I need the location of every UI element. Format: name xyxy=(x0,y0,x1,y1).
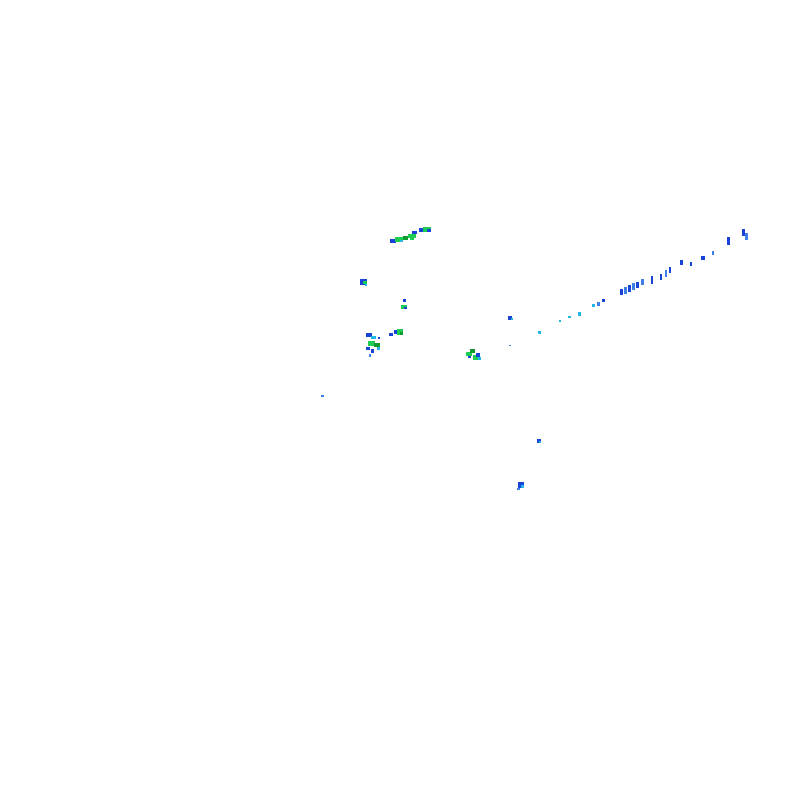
radar-echo-37 xyxy=(511,318,513,320)
radar-echo-50 xyxy=(602,299,605,302)
radar-echo-11 xyxy=(363,281,367,284)
radar-echo-15 xyxy=(404,307,407,309)
radar-echo-38 xyxy=(509,345,511,346)
radar-echo-18 xyxy=(371,336,376,339)
radar-echo-58 xyxy=(660,274,662,280)
radar-echo-29 xyxy=(400,332,403,335)
radar-echo-9 xyxy=(410,238,414,240)
radar-echo-21 xyxy=(366,347,370,350)
radar-echo-17 xyxy=(366,333,372,337)
radar-echo-23 xyxy=(377,347,380,350)
radar-echo-12 xyxy=(365,284,367,286)
radar-echo-27 xyxy=(394,330,399,334)
radar-echo-44 xyxy=(517,488,520,490)
radar-echo-16 xyxy=(321,395,324,397)
radar-echo-63 xyxy=(701,256,705,260)
radar-echo-52 xyxy=(624,287,627,294)
radar-echo-55 xyxy=(636,282,639,288)
radar-echo-66 xyxy=(742,229,745,236)
radar-echo-47 xyxy=(578,312,581,316)
radar-echo-1 xyxy=(395,237,403,242)
radar-echo-2 xyxy=(403,236,408,240)
radar-echo-34 xyxy=(478,357,481,360)
radar-echo-49 xyxy=(597,302,600,306)
radar-echo-31 xyxy=(470,349,475,353)
radar-echo-41 xyxy=(539,441,541,443)
radar-echo-61 xyxy=(680,260,683,265)
radar-echo-45 xyxy=(559,320,561,322)
radar-echo-60 xyxy=(669,267,671,273)
radar-echo-7 xyxy=(427,229,431,232)
radar-echo-19 xyxy=(368,341,375,346)
radar-echo-22 xyxy=(371,349,374,353)
radar-echo-46 xyxy=(568,316,571,318)
radar-echo-0 xyxy=(390,239,396,243)
radar-echo-24 xyxy=(369,354,371,357)
radar-echo-64 xyxy=(712,251,714,255)
radar-echo-25 xyxy=(378,337,380,339)
radar-echo-4 xyxy=(412,231,417,234)
radar-echo-48 xyxy=(592,304,595,307)
radar-echo-8 xyxy=(400,240,403,242)
radar-echo-30 xyxy=(466,352,472,356)
radar-echo-32 xyxy=(473,355,479,360)
radar-echo-59 xyxy=(665,270,667,277)
radar-echo-3 xyxy=(408,234,416,238)
radar-echo-62 xyxy=(690,262,692,266)
radar-echo-67 xyxy=(745,233,748,240)
radar-echo-43 xyxy=(521,485,524,488)
radar-echo-54 xyxy=(632,283,635,290)
radar-echo-13 xyxy=(403,299,406,302)
radar-echo-56 xyxy=(641,279,644,285)
radar-echo-65 xyxy=(727,237,730,245)
radar-echo-51 xyxy=(620,289,623,295)
radar-echo-57 xyxy=(651,276,653,284)
radar-echo-36 xyxy=(508,316,512,320)
radar-echo-35 xyxy=(468,356,471,358)
radar-echo-26 xyxy=(389,333,393,336)
radar-echo-53 xyxy=(628,285,631,292)
radar-echo-20 xyxy=(374,343,380,347)
radar-echo-5 xyxy=(419,228,425,232)
radar-echo-33 xyxy=(476,353,480,357)
radar-echo-39 xyxy=(538,331,541,334)
